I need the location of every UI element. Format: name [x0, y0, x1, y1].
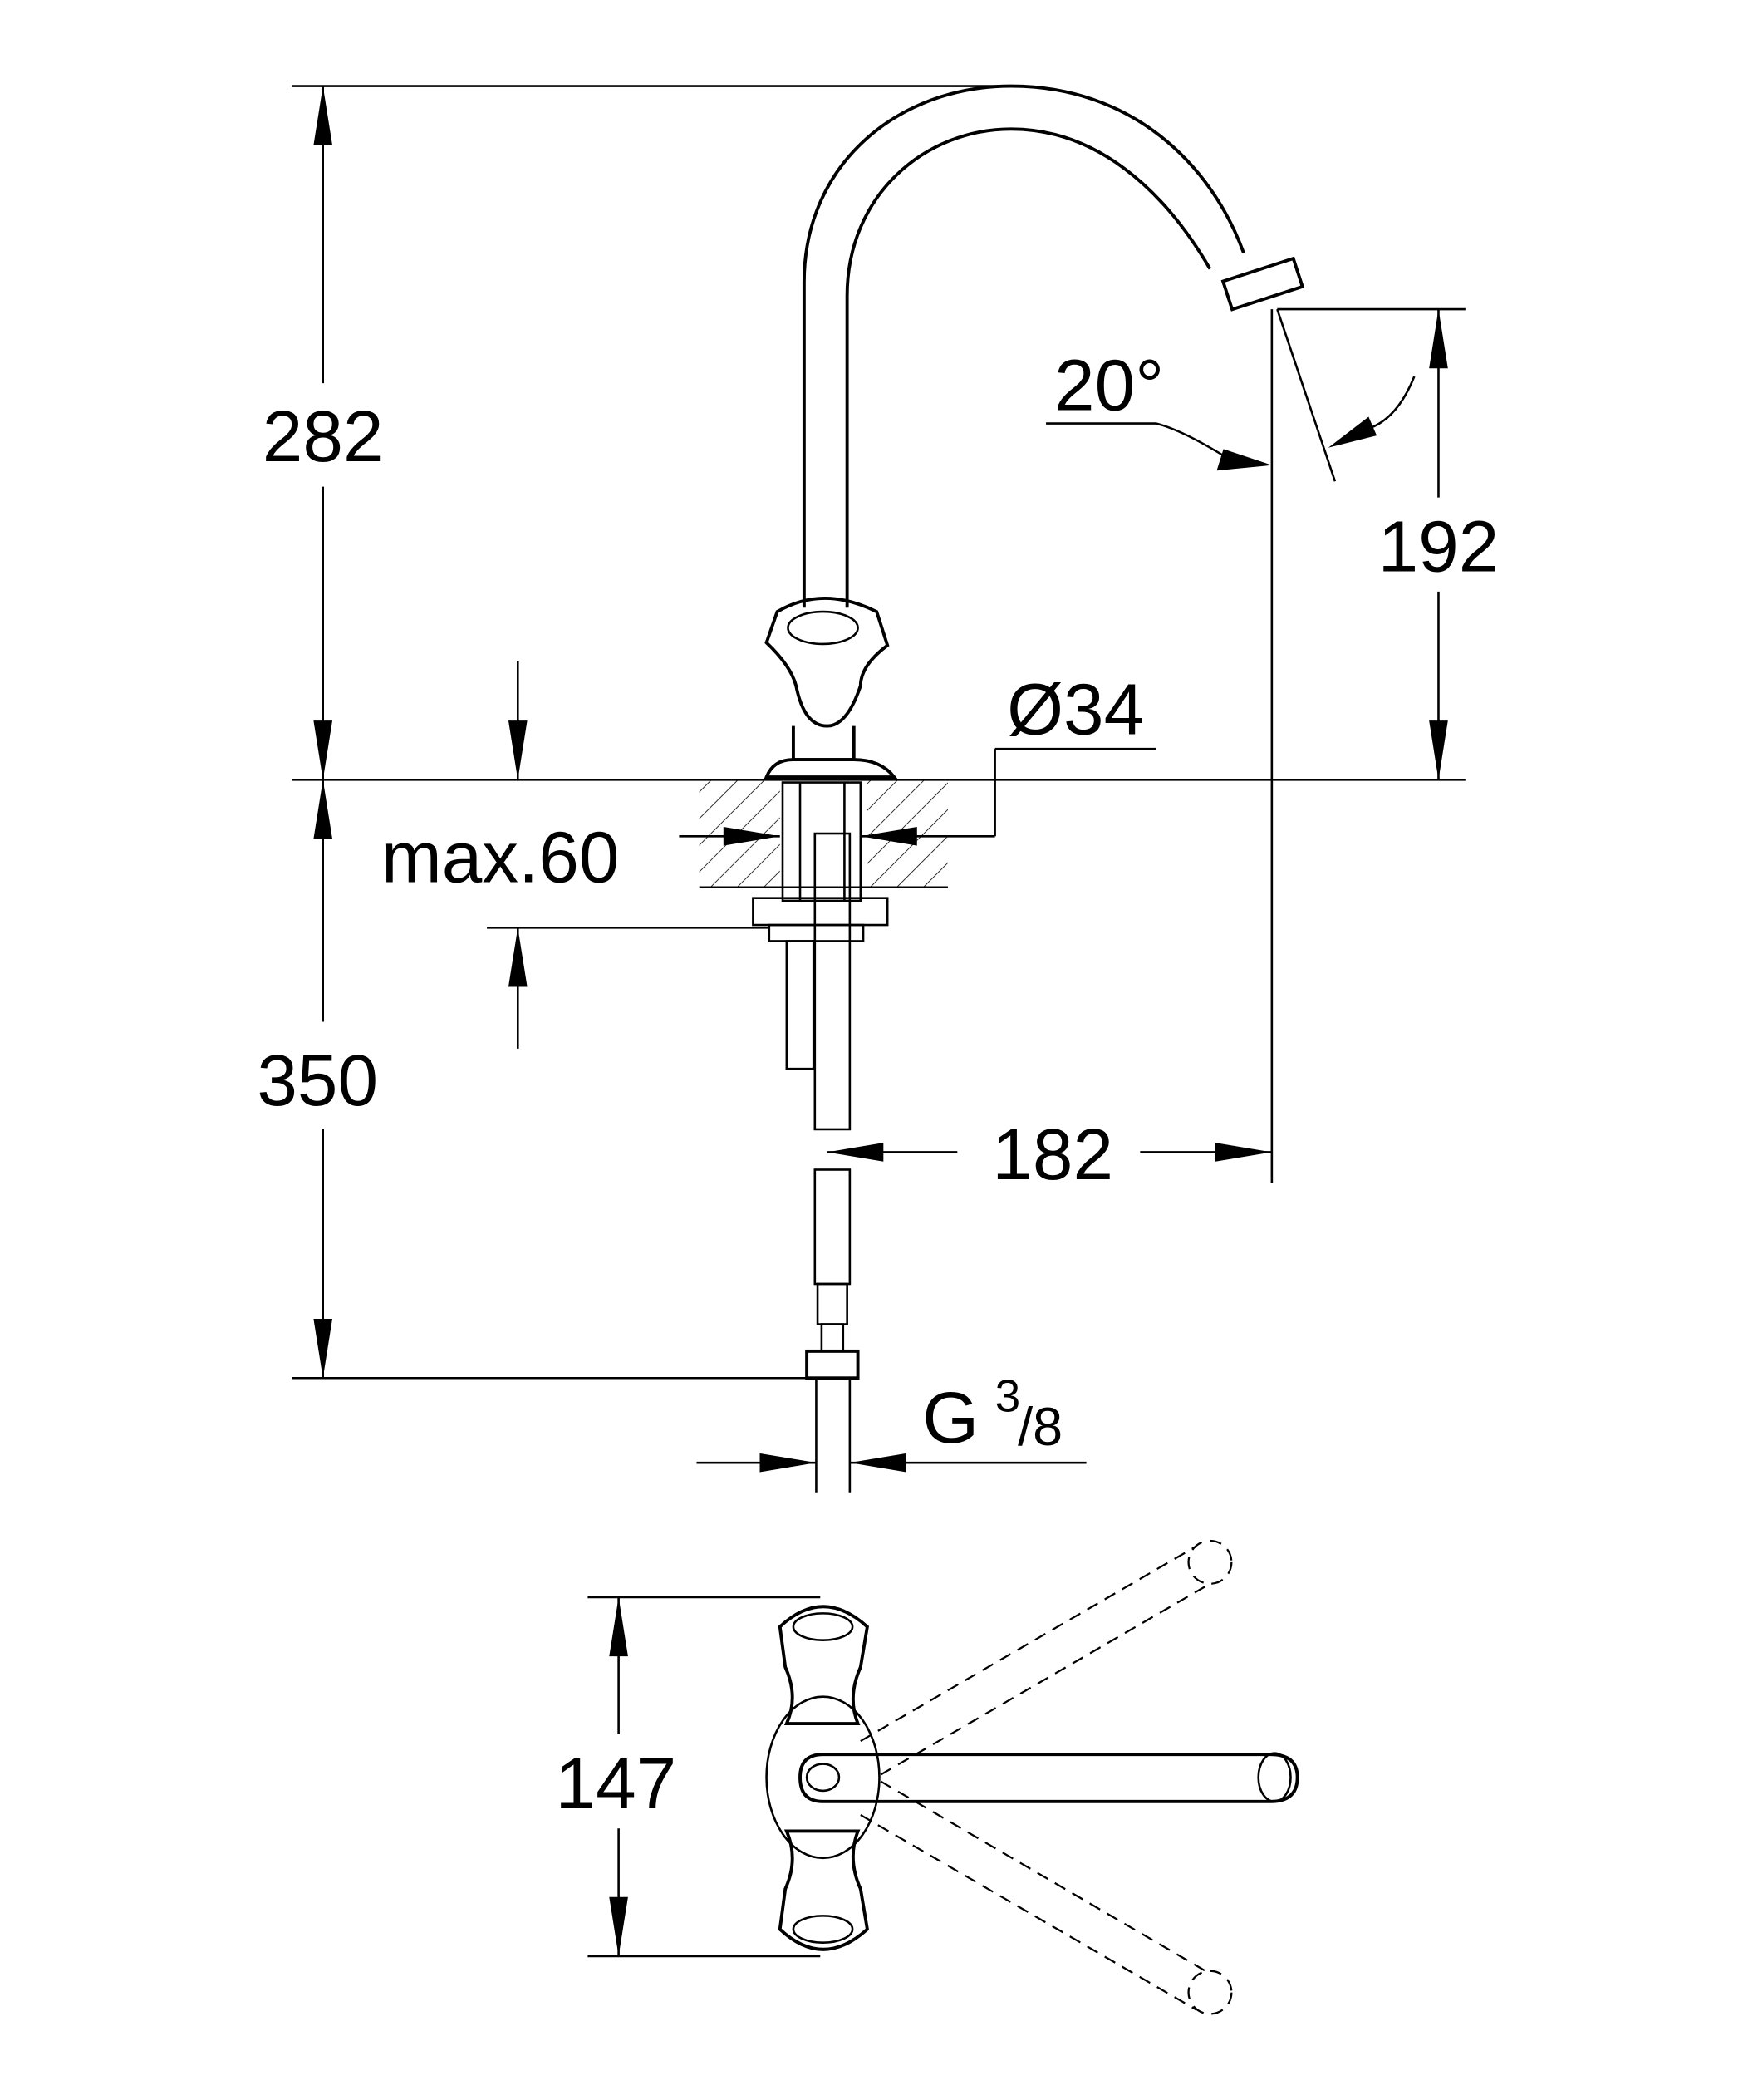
dimension-label-max60: max.60	[381, 816, 619, 898]
connection-label-numerator: 3	[995, 1370, 1021, 1422]
dimension-182: 182	[827, 1114, 1272, 1195]
dimension-label-350: 350	[257, 1040, 378, 1121]
faucet-top-view	[765, 1539, 1299, 2015]
dimension-label-182: 182	[992, 1114, 1113, 1195]
faucet-side-view	[752, 84, 1305, 1493]
dimension-label-192: 192	[1378, 506, 1500, 588]
countertop-section	[699, 780, 948, 889]
extension-lines	[292, 85, 1466, 1380]
dimension-147: 147	[556, 1596, 821, 1958]
connection-label-denominator: /8	[1018, 1396, 1063, 1457]
dimension-label-282: 282	[263, 396, 384, 477]
dimension-350: 350	[257, 780, 378, 1379]
dimension-label-147: 147	[556, 1743, 677, 1824]
dimension-282: 282	[263, 86, 384, 780]
dimension-angle: 20°	[1046, 308, 1416, 482]
aerator-nozzle	[1220, 256, 1305, 312]
dimension-label-angle: 20°	[1054, 344, 1164, 425]
dimension-label-diameter: Ø34	[1007, 668, 1144, 750]
dimension-connection: G 3 /8	[696, 1370, 1087, 1473]
dimension-max60: max.60	[381, 661, 619, 1049]
dimension-192: 192	[1378, 309, 1500, 780]
connection-label-g: G	[922, 1377, 979, 1458]
